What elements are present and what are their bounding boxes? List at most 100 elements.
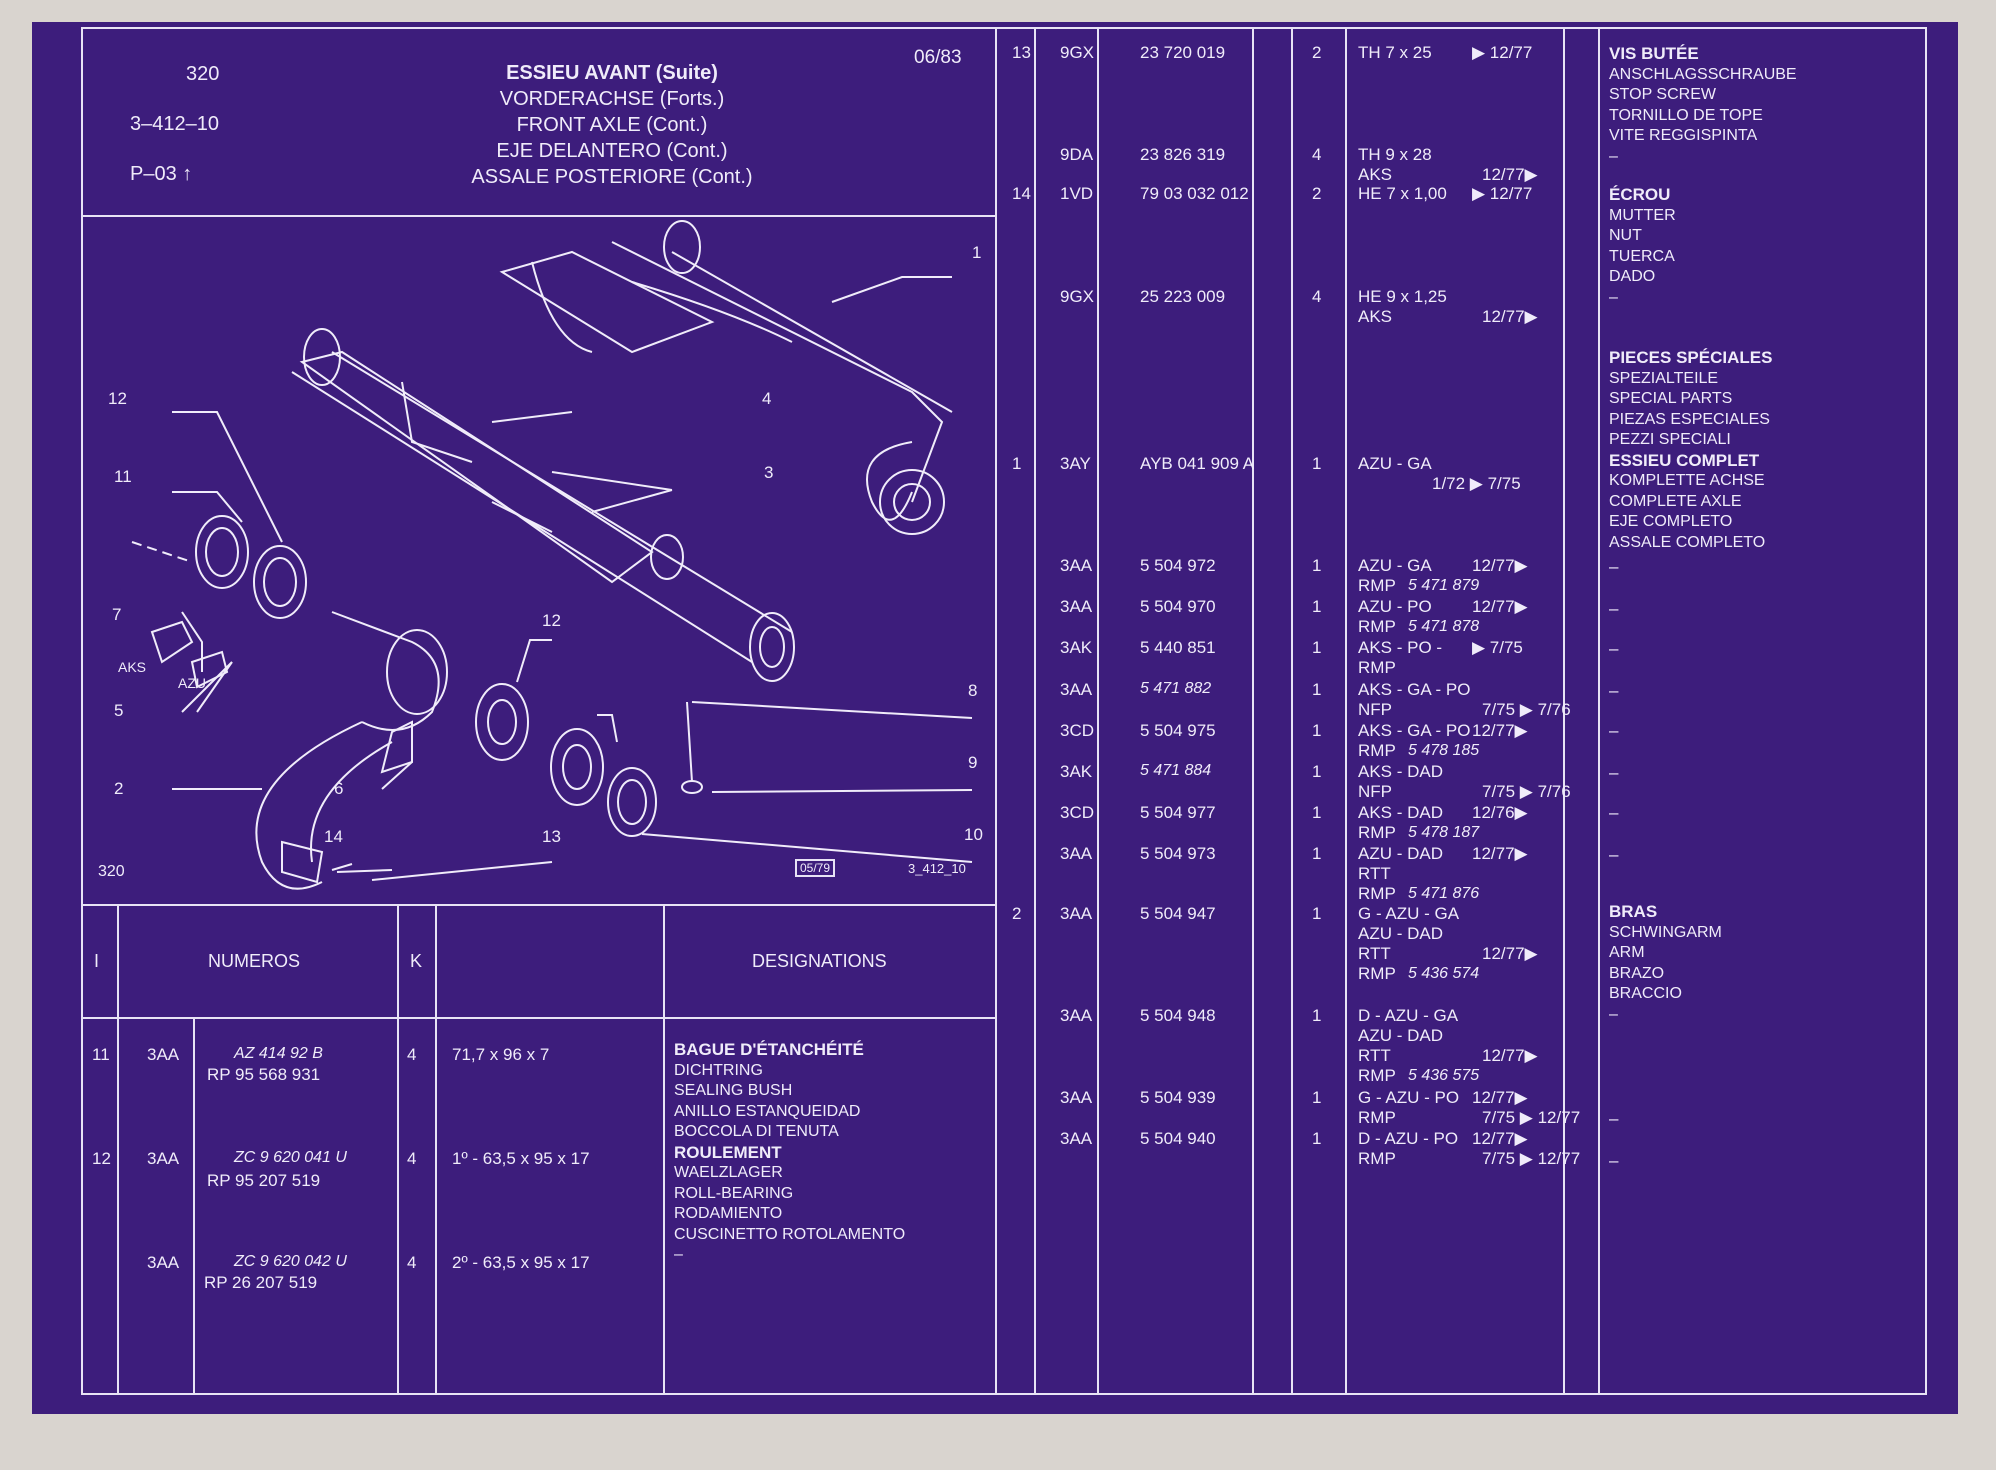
designation-fr: ROULEMENT: [674, 1142, 782, 1162]
row-number-rp: RP 26 207 519: [204, 1273, 318, 1292]
designation-nut: ÉCROU MUTTER NUT TUERCA DADO –: [1609, 185, 1676, 308]
designation-en: SEALING BUSH: [674, 1082, 793, 1099]
row-application: TH 7 x 25: [1358, 43, 1432, 62]
callout-9: 9: [968, 753, 978, 772]
microfiche-sheet: 320 3–412–10 P–03 ↑ 06/83 ESSIEU AVANT (…: [32, 22, 1958, 1414]
row-application-line: RMP: [1358, 1108, 1396, 1127]
row-quantity: 1: [1312, 904, 1322, 923]
designation-es: TORNILLO DE TOPE: [1609, 106, 1763, 124]
row-quantity: 2: [1312, 184, 1322, 203]
row-date-range: ▶ 7/75: [1472, 638, 1523, 657]
row-k: 4: [407, 1045, 417, 1064]
row-application-line: NFP: [1358, 700, 1392, 719]
row-date-range: 12/77▶: [1472, 556, 1528, 575]
arrow-up-icon: ↑: [182, 163, 193, 185]
row-code: 3AA: [1060, 1088, 1093, 1107]
row-code: 3AA: [147, 1149, 180, 1168]
row-application: AKS - GA - PO: [1358, 680, 1471, 699]
row-quantity: 4: [1312, 287, 1322, 306]
title-en: FRONT AXLE (Cont.): [516, 114, 708, 136]
row-index: 13: [1012, 43, 1031, 62]
designation-en: ARM: [1609, 944, 1645, 961]
row-part-number: 5 471 882: [1140, 680, 1212, 697]
callout-4: 4: [762, 389, 772, 408]
designation-it: DADO: [1609, 268, 1656, 285]
designation-fr: BAGUE D'ÉTANCHÉITÉ: [674, 1040, 864, 1059]
row-date-range: 12/77▶: [1482, 944, 1538, 963]
row-date-range: 1/72 ▶ 7/75: [1432, 474, 1521, 493]
header-k: K: [410, 951, 423, 971]
row-application: G - AZU - GA: [1358, 904, 1460, 923]
row-application: G - AZU - PO: [1358, 1088, 1460, 1107]
designation-it: ASSALE COMPLETO: [1609, 533, 1766, 551]
row-date-range: 7/75 ▶ 7/76: [1482, 782, 1571, 801]
row-part-number: 5 504 975: [1140, 721, 1216, 740]
row-code: 3AK: [1060, 638, 1093, 657]
diagram-date-box: 05/79: [800, 861, 831, 875]
row-part-number: 5 504 939: [1140, 1088, 1216, 1107]
row-quantity: 1: [1312, 803, 1322, 822]
row-rmp-number: 5 478 187: [1408, 824, 1480, 841]
row-number-rp: RP 95 207 519: [207, 1171, 321, 1190]
row-code: 9DA: [1060, 145, 1094, 164]
row-date-range: 12/76▶: [1472, 803, 1528, 822]
designation-en: SPECIAL PARTS: [1609, 390, 1733, 407]
row-quantity: 1: [1312, 1006, 1322, 1025]
row-application-line: RMP: [1358, 658, 1396, 677]
header-designations: DESIGNATIONS: [752, 951, 887, 971]
row-i: 12: [92, 1149, 111, 1168]
row-application-line: RMP: [1358, 823, 1396, 842]
row-date-range: 12/77▶: [1472, 844, 1528, 863]
designation-es: BRAZO: [1609, 964, 1665, 982]
callout-14: 14: [324, 827, 343, 846]
row-application-line: RMP: [1358, 884, 1396, 903]
callout-3: 3: [764, 463, 774, 482]
row-date-range: 12/77▶: [1472, 597, 1528, 616]
sheet-number: P–03 ↑: [130, 163, 193, 185]
row-code: 3AA: [147, 1253, 180, 1272]
row-application: AKS - PO -: [1358, 638, 1443, 657]
row-application: D - AZU - GA: [1358, 1006, 1459, 1025]
row-application: AZU - GA: [1358, 454, 1432, 473]
row-application-line: AZU - DAD: [1358, 924, 1443, 943]
designation-arm: BRAS SCHWINGARM ARM BRAZO BRACCIO –: [1609, 902, 1722, 1025]
callout-12-top: 12: [108, 389, 127, 408]
axle-diagram: [131, 220, 973, 890]
designation-seal: BAGUE D'ÉTANCHÉITÉ DICHTRING SEALING BUS…: [674, 1040, 905, 1266]
row-application: AZU - GA: [1358, 556, 1432, 575]
designation-dash: –: [1609, 681, 1619, 700]
callout-1: 1: [972, 243, 982, 262]
designation-dash: –: [1609, 147, 1618, 165]
row-number: AZ 414 92 B: [234, 1045, 323, 1062]
designation-dash: –: [1609, 803, 1619, 822]
row-rmp-number: 5 436 574: [1408, 965, 1480, 982]
designation-de: DICHTRING: [674, 1061, 763, 1079]
page-title: ESSIEU AVANT (Suite) VORDERACHSE (Forts.…: [432, 60, 792, 190]
row-code: 3AA: [1060, 1129, 1093, 1148]
row-rmp-number: 5 471 879: [1408, 577, 1480, 594]
row-part-number: 5 504 948: [1140, 1006, 1216, 1025]
row-k: 4: [407, 1149, 417, 1168]
row-application-line: RMP: [1358, 1149, 1396, 1168]
row-spec: 71,7 x 96 x 7: [452, 1045, 550, 1064]
designation-dash: –: [1609, 639, 1619, 658]
row-code: 9GX: [1060, 43, 1095, 62]
row-rmp-number: 5 471 878: [1408, 618, 1480, 635]
header-col-i: I: [94, 951, 100, 971]
designation-es: TUERCA: [1609, 247, 1675, 265]
callout-2: 2: [114, 779, 124, 798]
sheet-date: 06/83: [914, 47, 962, 68]
callout-12: 12: [542, 611, 561, 630]
designation-dash: –: [1609, 845, 1619, 864]
designation-fr: ESSIEU COMPLET: [1609, 450, 1760, 470]
row-application: AKS - GA - PO: [1358, 721, 1471, 740]
row-code: 1VD: [1060, 184, 1094, 203]
diagram-ref: 3_412_10: [908, 861, 966, 876]
row-application-line: RTT: [1358, 944, 1391, 963]
row-rmp-number: 5 471 876: [1408, 885, 1480, 902]
row-quantity: 1: [1312, 1088, 1322, 1107]
row-quantity: 4: [1312, 145, 1322, 164]
row-application: AKS - DAD: [1358, 762, 1444, 781]
designation-stop-screw: VIS BUTÉE ANSCHLAGSSCHRAUBE STOP SCREW T…: [1609, 44, 1797, 167]
row-date-range: 7/75 ▶ 12/77: [1482, 1149, 1581, 1168]
